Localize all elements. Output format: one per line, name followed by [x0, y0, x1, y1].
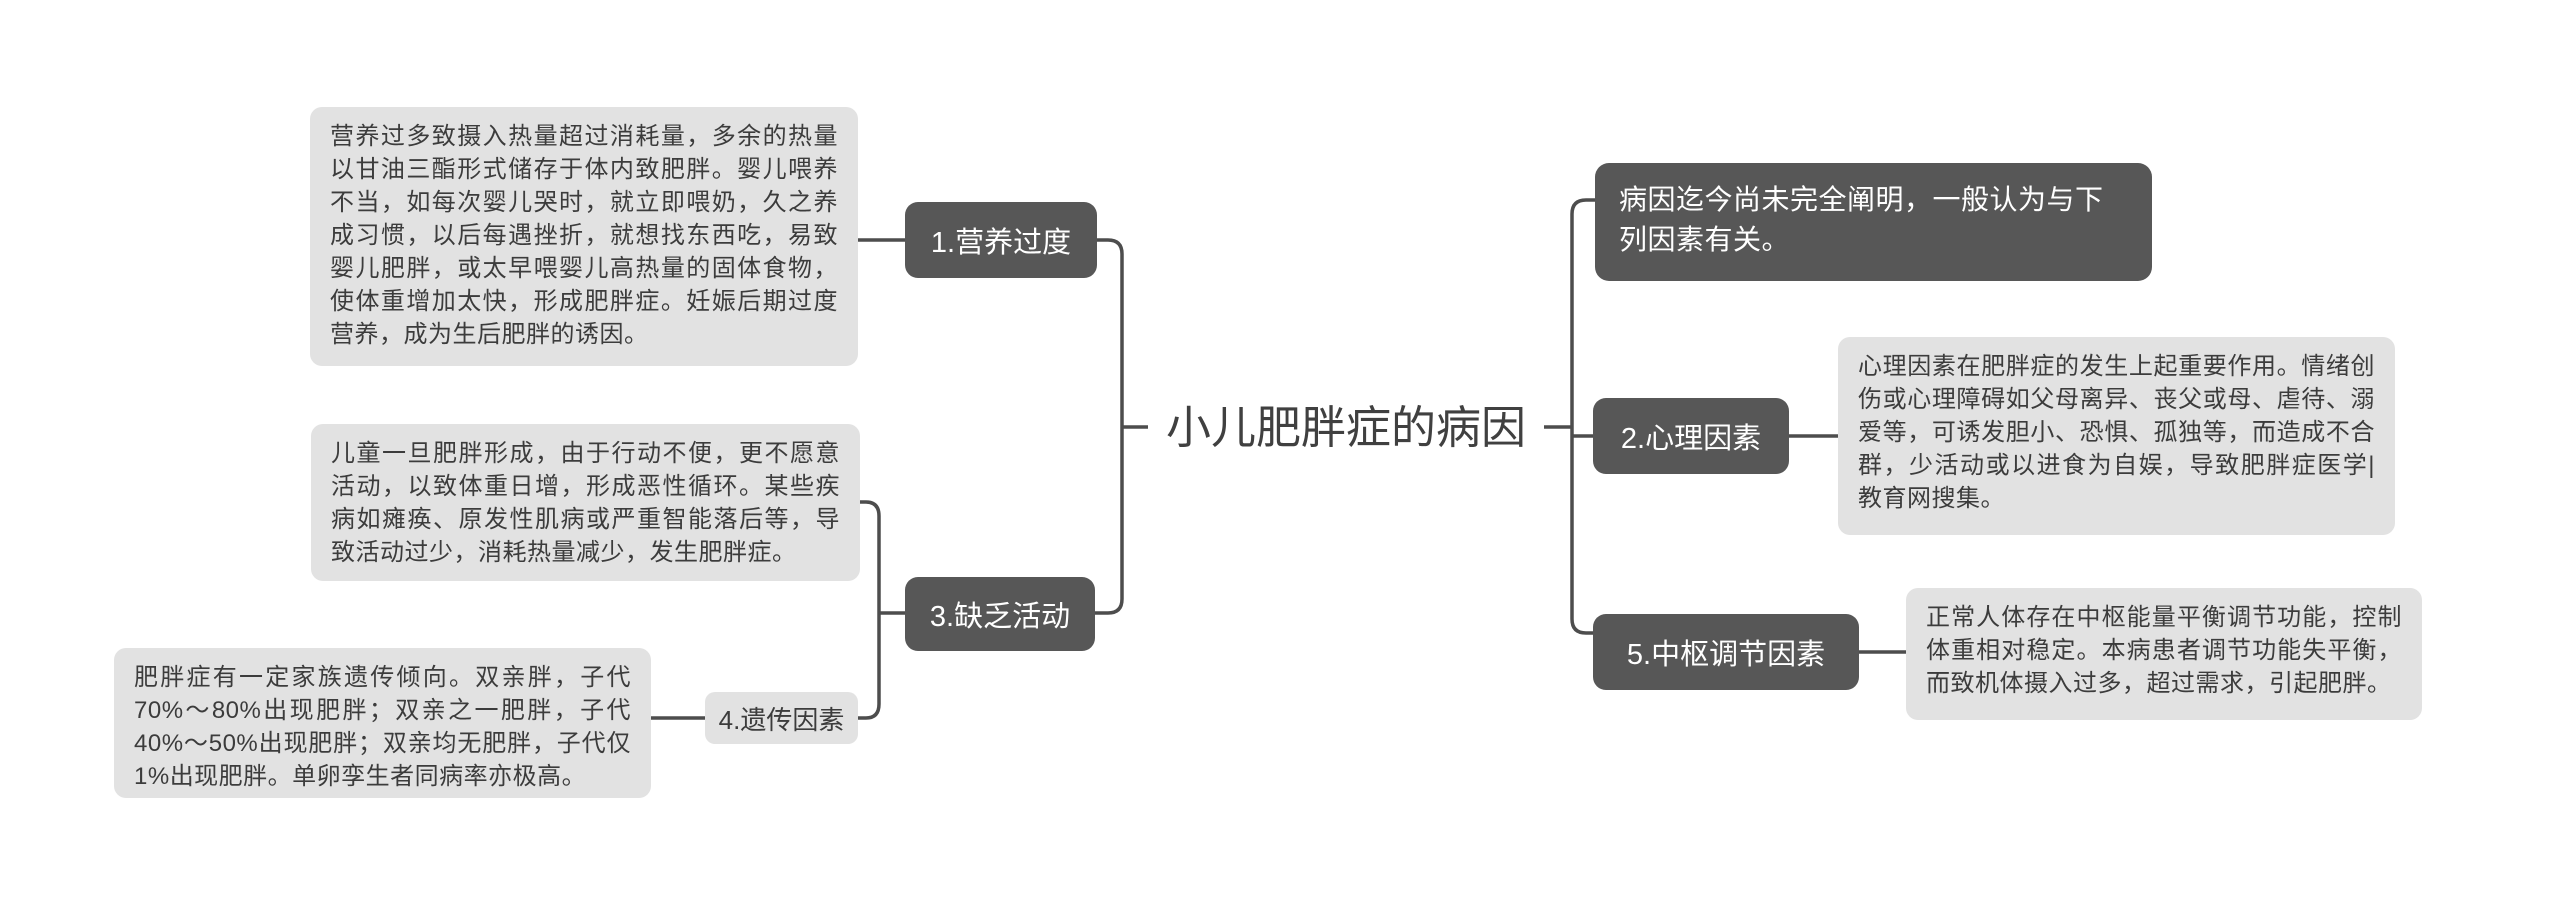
central-topic-title: 小儿肥胖症的病因 — [1166, 402, 1527, 453]
branch-node-2: 2.心理因素 — [1593, 398, 1789, 474]
branch-node-3: 3.缺乏活动 — [905, 577, 1095, 651]
branch-desc-3: 儿童一旦肥胖形成，由于行动不便，更不愿意活动，以致体重日增，形成恶性循环。某些疾… — [311, 424, 860, 581]
connector-right-trunk — [1570, 198, 1595, 635]
intro-note-box: 病因迄今尚未完全阐明，一般认为与下列因素有关。 — [1595, 163, 2152, 281]
branch-node-4: 4.遗传因素 — [705, 692, 858, 744]
connector-left-trunk — [1095, 238, 1124, 615]
branch-node-1: 1.营养过度 — [905, 202, 1097, 278]
branch-desc-2: 心理因素在肥胖症的发生上起重要作用。情绪创伤或心理障碍如父母离异、丧父或母、虐待… — [1838, 337, 2395, 535]
branch-desc-5: 正常人体存在中枢能量平衡调节功能，控制体重相对稳定。本病患者调节功能失平衡，而致… — [1906, 588, 2422, 720]
connector-node3-subtrunk — [858, 500, 881, 720]
branch-node-5: 5.中枢调节因素 — [1593, 614, 1859, 690]
branch-desc-4: 肥胖症有一定家族遗传倾向。双亲胖，子代70%～80%出现肥胖；双亲之一肥胖，子代… — [114, 648, 651, 798]
branch-desc-1: 营养过多致摄入热量超过消耗量，多余的热量以甘油三酯形式储存于体内致肥胖。婴儿喂养… — [310, 107, 858, 366]
